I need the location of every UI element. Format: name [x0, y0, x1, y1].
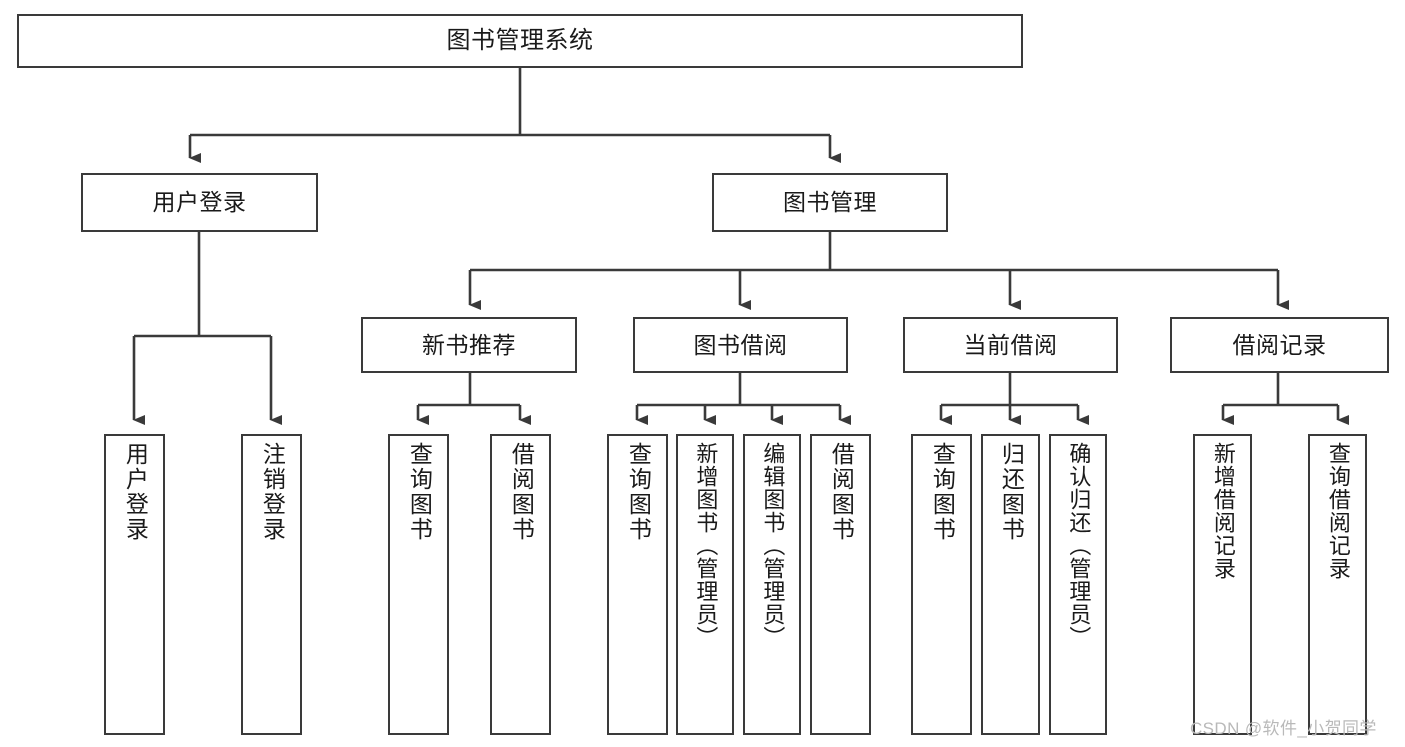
node-book-borrow[interactable]: 图书借阅: [633, 317, 848, 373]
node-leaf-user-login[interactable]: 用户登录: [104, 434, 165, 735]
node-label: 查询图书: [406, 442, 433, 542]
node-label: 图书管理系统: [446, 27, 594, 55]
node-leaf-logout[interactable]: 注销登录: [241, 434, 302, 735]
node-root-system[interactable]: 图书管理系统: [17, 14, 1023, 68]
node-label: 新增借阅记录: [1210, 442, 1236, 580]
node-leaf-add-record[interactable]: 新增借阅记录: [1193, 434, 1252, 735]
node-label: 图书借阅: [693, 331, 788, 358]
node-leaf-query-book-2[interactable]: 查询图书: [607, 434, 668, 735]
node-label: 当前借阅: [963, 331, 1058, 358]
node-leaf-confirm-return[interactable]: 确认归还（管理员）: [1049, 434, 1107, 735]
node-leaf-edit-book[interactable]: 编辑图书（管理员）: [743, 434, 801, 735]
node-leaf-add-book[interactable]: 新增图书（管理员）: [676, 434, 734, 735]
csdn-watermark: CSDN @软件_小贺同学: [1190, 719, 1377, 738]
node-borrow-record[interactable]: 借阅记录: [1170, 317, 1389, 373]
node-label: 注销登录: [259, 442, 286, 542]
node-label: 编辑图书（管理员）: [760, 442, 786, 649]
node-label: 借阅图书: [828, 442, 855, 542]
node-label: 新增图书（管理员）: [693, 442, 719, 649]
node-label: 查询图书: [929, 442, 956, 542]
node-leaf-return-book[interactable]: 归还图书: [981, 434, 1040, 735]
node-user-login[interactable]: 用户登录: [81, 173, 318, 232]
node-label: 查询借阅记录: [1325, 442, 1351, 580]
node-leaf-query-book-3[interactable]: 查询图书: [911, 434, 972, 735]
node-new-book-recommend[interactable]: 新书推荐: [361, 317, 577, 373]
node-label: 查询图书: [625, 442, 652, 542]
node-label: 借阅图书: [508, 442, 535, 542]
node-book-management[interactable]: 图书管理: [712, 173, 948, 232]
node-label: 确认归还（管理员）: [1066, 442, 1092, 649]
node-leaf-borrow-book-1[interactable]: 借阅图书: [490, 434, 551, 735]
node-label: 用户登录: [122, 442, 149, 542]
node-leaf-query-book-1[interactable]: 查询图书: [388, 434, 449, 735]
node-label: 借阅记录: [1232, 331, 1327, 358]
node-current-borrow[interactable]: 当前借阅: [903, 317, 1118, 373]
node-label: 图书管理: [783, 189, 877, 216]
node-leaf-query-record[interactable]: 查询借阅记录: [1308, 434, 1367, 735]
node-label: 归还图书: [998, 442, 1025, 542]
node-leaf-borrow-book-2[interactable]: 借阅图书: [810, 434, 871, 735]
node-label: 新书推荐: [422, 331, 516, 358]
node-label: 用户登录: [152, 189, 247, 216]
